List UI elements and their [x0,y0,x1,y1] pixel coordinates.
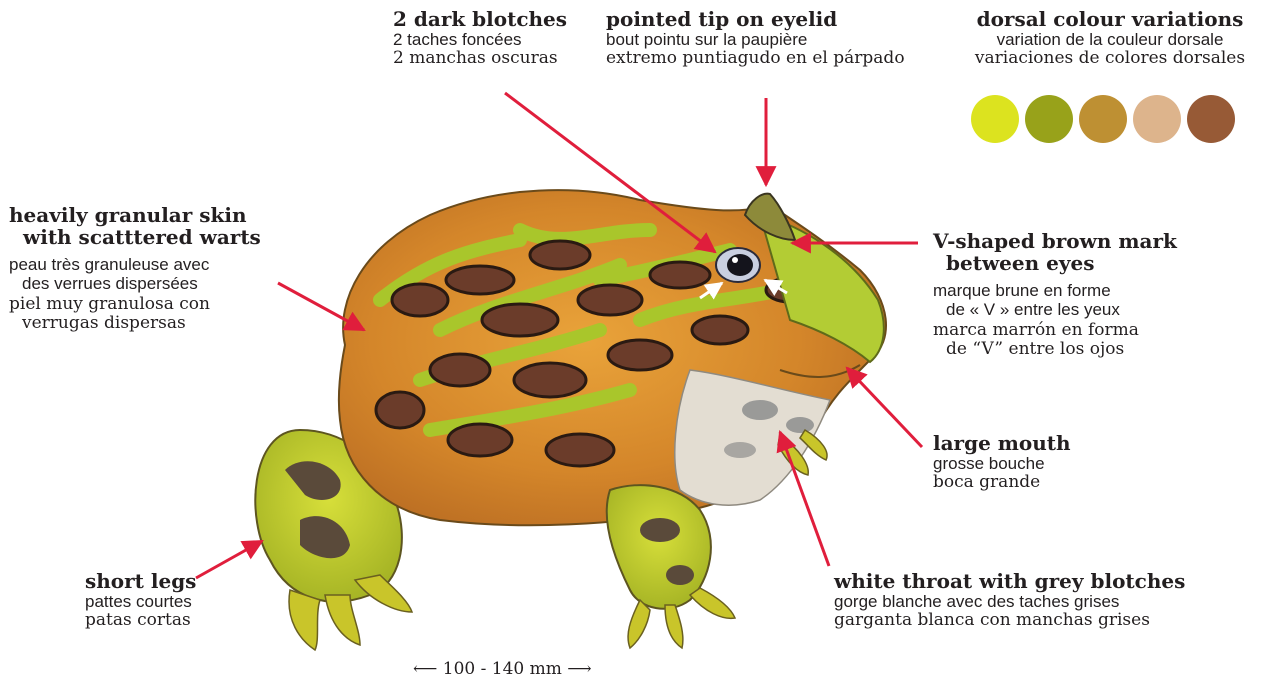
label-large-mouth: large mouth grosse bouche boca grande [933,432,1071,492]
label-v-mark-fr-2: de « V » entre les yeux [933,300,1177,319]
colour-swatch-3 [1079,95,1127,143]
label-eyelid-tip: pointed tip on eyelid bout pointu sur la… [606,8,905,68]
label-dark-blotches-es: 2 manchas oscuras [393,49,567,68]
label-short-legs-fr: pattes courtes [85,592,196,611]
label-dorsal-colours-es: variaciones de colores dorsales [970,49,1250,68]
arrow-mouth [847,368,922,447]
size-range-text: 100 - 140 mm [443,659,562,679]
label-v-mark-en-2: between eyes [933,252,1177,274]
label-v-mark-fr-1: marque brune en forme [933,281,1177,300]
label-v-mark-en-1: V-shaped brown mark [933,230,1177,252]
label-dorsal-colours: dorsal colour variations variation de la… [970,8,1250,68]
colour-swatch-1 [971,95,1019,143]
label-eyelid-tip-en: pointed tip on eyelid [606,8,905,30]
label-short-legs-es: patas cortas [85,611,196,630]
colour-swatch-2 [1025,95,1073,143]
arrow-right-icon: ⟶ [567,659,591,679]
label-granular-skin-en-2: with scatttered warts [9,226,261,248]
colour-swatch-5 [1187,95,1235,143]
label-dark-blotches-fr: 2 taches foncées [393,30,567,49]
label-granular-skin-en-1: heavily granular skin [9,204,261,226]
label-short-legs: short legs pattes courtes patas cortas [85,570,196,630]
label-large-mouth-es: boca grande [933,473,1071,492]
label-eyelid-tip-es: extremo puntiagudo en el párpado [606,49,905,68]
label-large-mouth-fr: grosse bouche [933,454,1071,473]
label-v-mark: V-shaped brown mark between eyes marque … [933,230,1177,359]
arrow-blotches [505,93,715,252]
colour-swatch-4 [1133,95,1181,143]
label-granular-skin-es-2: verrugas dispersas [9,314,261,333]
label-white-throat-es: garganta blanca con manchas grises [834,611,1185,630]
label-large-mouth-en: large mouth [933,432,1071,454]
arrow-eye-right-white [765,280,787,293]
label-granular-skin: heavily granular skin with scatttered wa… [9,204,261,333]
size-scale: ⟵ 100 - 140 mm ⟶ [413,659,592,679]
arrow-eye-left-white [700,283,722,298]
label-white-throat-en: white throat with grey blotches [834,570,1185,592]
label-white-throat: white throat with grey blotches gorge bl… [834,570,1185,630]
label-granular-skin-fr-2: des verrues dispersées [9,274,261,293]
label-short-legs-en: short legs [85,570,196,592]
label-dark-blotches-en: 2 dark blotches [393,8,567,30]
label-eyelid-tip-fr: bout pointu sur la paupière [606,30,905,49]
arrow-throat [780,432,829,566]
label-v-mark-es-2: de “V” entre los ojos [933,340,1177,359]
label-dark-blotches: 2 dark blotches 2 taches foncées 2 manch… [393,8,567,68]
arrow-skin [278,283,364,330]
label-granular-skin-fr-1: peau très granuleuse avec [9,255,261,274]
label-dorsal-colours-en: dorsal colour variations [970,8,1250,30]
label-dorsal-colours-fr: variation de la couleur dorsale [970,30,1250,49]
label-granular-skin-es-1: piel muy granulosa con [9,295,261,314]
arrow-left-icon: ⟵ [413,659,437,679]
label-white-throat-fr: gorge blanche avec des taches grises [834,592,1185,611]
arrow-legs [196,541,262,578]
label-v-mark-es-1: marca marrón en forma [933,321,1177,340]
